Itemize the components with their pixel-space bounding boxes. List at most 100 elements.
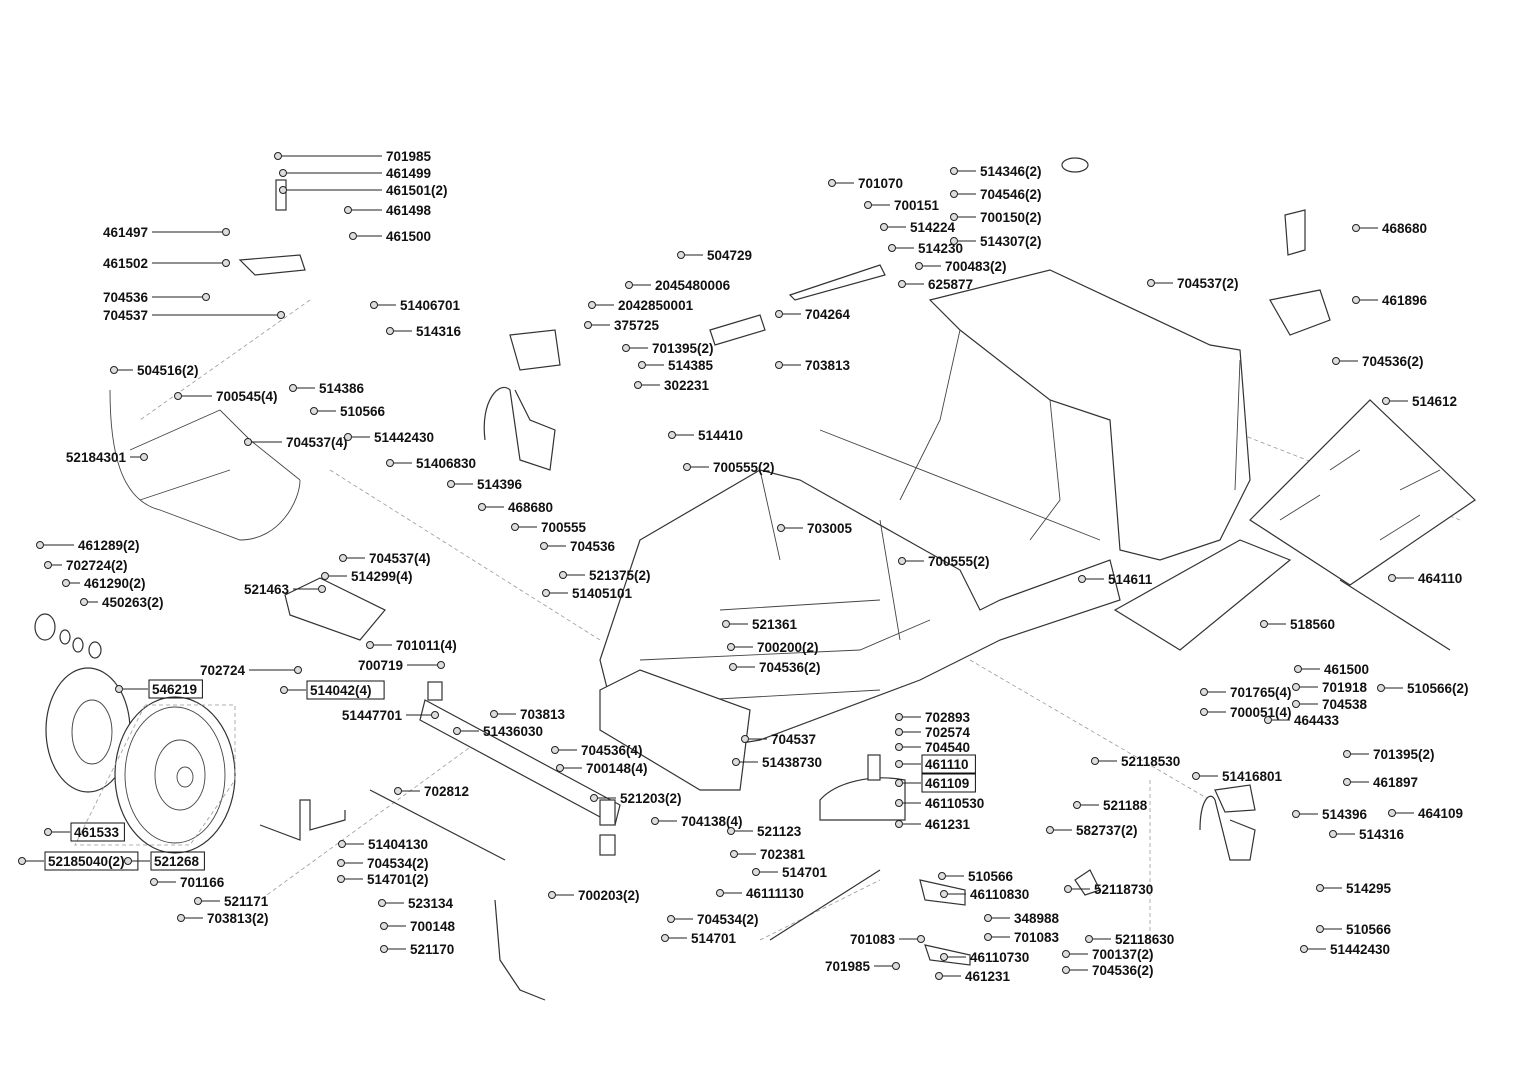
fastener-part [174,392,182,400]
part-label: 468680 [1352,221,1427,236]
fastener-part [775,310,783,318]
part-number: 700051(4) [1230,705,1292,720]
part-number: 46110830 [970,887,1029,902]
part-label: 514224 [880,220,956,235]
part-label: 461502 [103,256,230,271]
fastener-part [378,899,386,907]
fastener-part [366,641,374,649]
fastener-part [177,914,185,922]
part-number: 704534(2) [367,856,429,871]
part-number: 704536(4) [581,743,643,758]
part-label: 700151 [864,198,940,213]
fastener-part [447,480,455,488]
part-number: 704537(4) [286,435,348,450]
part-number: 461109 [925,776,969,791]
part-number: 701395(2) [652,341,714,356]
part-number: 702381 [760,847,806,862]
part-number: 514396 [1322,807,1368,822]
part-label: 461497 [103,225,230,240]
part-label: 514316 [1329,827,1405,842]
fastener-part [551,746,559,754]
fastener-part [950,237,958,245]
part-label: 546219 [115,679,203,699]
part-number: 704536(2) [759,660,821,675]
part-number: 700203(2) [578,888,640,903]
part-number-box [70,822,125,842]
fastener-part [940,953,948,961]
part-label: 514386 [289,381,365,396]
part-label: 701011(4) [366,638,457,653]
part-number: 704540 [925,740,970,755]
part-number: 701083 [850,932,896,947]
fastener-part [1200,708,1208,716]
part-label: 704537(4) [244,435,348,450]
part-number: 51406701 [400,298,461,313]
part-number: 302231 [664,378,710,393]
part-number: 514701 [782,865,828,880]
part-label: 521463 [244,582,326,597]
part-label: 521361 [722,617,798,632]
part-number: 704538 [1322,697,1368,712]
fastener-part [80,598,88,606]
fastener-part [370,301,378,309]
part-label: 700483(2) [915,259,1007,274]
part-number: 704537(4) [369,551,431,566]
fastener-part [777,524,785,532]
part-label: 702724 [200,663,302,678]
fastener-part [1062,950,1070,958]
fastener-part [625,281,633,289]
fastener-part [1064,885,1072,893]
part-number: 51442430 [374,430,434,445]
fastener-part [478,503,486,511]
seat-plate-514612 [1249,399,1476,586]
part-label: 704536(2) [1062,963,1154,978]
part-label: 700200(2) [727,640,819,655]
part-number: 461110 [925,757,969,772]
part-number: 52185040(2) [48,854,125,869]
fastener-part [1073,801,1081,809]
part-label: 464110 [1388,571,1462,586]
fastener-part [880,223,888,231]
part-label: 582737(2) [1046,823,1138,838]
fastener-part [895,779,903,787]
fastener-part [279,169,287,177]
part-number: 700719 [358,658,403,673]
fastener-part [683,463,691,471]
part-number: 701083 [1014,930,1060,945]
part-label: 514396 [1292,807,1368,822]
part-number: 461497 [103,225,148,240]
part-number: 704537 [771,732,816,747]
part-label: 703005 [777,521,853,536]
part-number: 461533 [74,825,120,840]
part-number: 521361 [752,617,798,632]
part-number: 521463 [244,582,290,597]
part-number: 461231 [925,817,971,832]
part-number: 701985 [825,959,871,974]
part-label: 521170 [380,942,454,957]
fastener-part [722,620,730,628]
part-number: 51442430 [1330,942,1390,957]
fastener-part [453,727,461,735]
part-number: 514295 [1346,881,1392,896]
fastener-part [1388,574,1396,582]
part-label: 700150(2) [950,210,1042,225]
fastener-part [634,381,642,389]
part-number: 514230 [918,241,963,256]
fastener-part [1292,700,1300,708]
part-number: 52118730 [1094,882,1153,897]
part-label: 514701 [661,931,737,946]
fastener-part [115,685,123,693]
part-number: 514307(2) [980,234,1042,249]
fastener-part [274,152,282,160]
part-number: 700148(4) [586,761,648,776]
part-number: 461502 [103,256,148,271]
bumper-52184301 [109,389,301,541]
fastener-part [337,859,345,867]
part-number: 514701 [691,931,737,946]
part-label: 510566 [310,404,386,419]
part-label: 504729 [677,248,752,263]
part-number: 461500 [1324,662,1369,677]
fastener-part [124,857,132,865]
part-label: 461231 [895,817,971,832]
fastener-part [244,438,252,446]
